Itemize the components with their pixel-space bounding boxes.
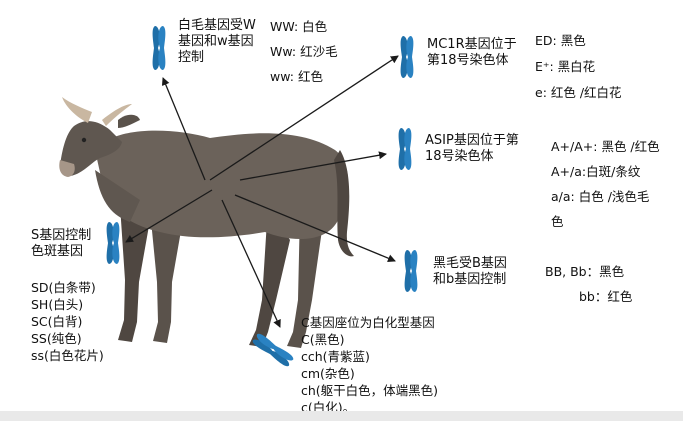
allele-text: A+/A+: 黑色 /红色 [551,139,660,154]
allele-text: SH(白头) [31,297,84,312]
white-gene-title-line: 基因和w基因 [178,34,254,49]
arrow-white-gene [161,77,206,181]
mc1r-title: MC1R基因位于 第18号染色体 [427,37,517,69]
allele-text: A+/a:白斑/条纹 [551,164,641,179]
allele-text: WW: 白色 [270,19,328,34]
chromosome-icon [400,36,414,78]
asip-alleles: A+/A+: 黑色 /红色 A+/a:白斑/条纹 a/a: 白色 /浅色毛 色 [551,134,660,234]
s-gene-title: S基因控制 色斑基因 [31,228,91,260]
allele-text: SS(纯色) [31,331,82,346]
chromosome-icon [152,26,166,70]
cow-illustration [59,97,354,348]
allele-text: cch(青紫蓝) [301,349,370,364]
black-gene-title-line: 和b基因控制 [433,272,507,287]
allele-text: e: 红色 /红白花 [535,85,622,100]
white-gene-alleles: WW: 白色 Ww: 红沙毛 ww: 红色 [270,14,338,89]
white-gene-title-line: 控制 [178,50,205,65]
allele-text: cm(杂色) [301,366,355,381]
s-gene-title-line: 色斑基因 [31,244,84,259]
chromosome-icon [404,250,418,292]
arrow-mc1r [209,55,399,181]
footer-band [0,411,683,421]
s-gene-title-line: S基因控制 [31,228,92,243]
chromosome-icon [252,333,294,367]
black-gene-title: 黑毛受B基因 和b基因控制 [433,256,507,288]
allele-text: SD(白条带) [31,280,96,295]
allele-text: ss(白色花片) [31,348,104,363]
allele-text: bb：红色 [579,289,633,304]
asip-title-line: 18号染色体 [425,149,494,164]
allele-text: Ww: 红沙毛 [270,44,338,59]
allele-text: SC(白背) [31,314,83,329]
s-gene-alleles: SD(白条带) SH(白头) SC(白背) SS(纯色) ss(白色花片) [31,279,104,364]
mc1r-alleles: ED: 黑色 E⁺: 黑白花 e: 红色 /红白花 [535,28,622,106]
arrow-s-gene [125,189,213,243]
allele-text: 色 [551,214,564,229]
c-gene-title: C基因座位为白化型基因 [301,315,435,330]
mc1r-title-line: MC1R基因位于 [427,37,517,52]
allele-text: ww: 红色 [270,69,323,84]
allele-text: C(黑色) [301,332,345,347]
white-gene-title: 白毛基因受W 基因和w基因 控制 [178,18,256,66]
asip-title-line: ASIP基因位于第 [425,133,519,148]
mc1r-title-line: 第18号染色体 [427,53,509,68]
chromosome-icon [106,222,120,264]
allele-text: BB, Bb：黑色 [545,264,625,279]
arrow-black-gene [234,194,396,263]
allele-text: E⁺: 黑白花 [535,59,596,74]
asip-title: ASIP基因位于第 18号染色体 [425,133,519,165]
arrows [125,55,399,328]
allele-text: ch(躯干白色，体端黑色) [301,383,439,398]
allele-text: ED: 黑色 [535,33,586,48]
arrow-c-gene [221,199,281,328]
black-gene-alleles: BB, Bb：黑色 bb：红色 [545,259,632,309]
black-gene-title-line: 黑毛受B基因 [433,256,507,271]
allele-text: a/a: 白色 /浅色毛 [551,189,650,204]
chromosome-icon [398,128,412,170]
arrow-asip [239,151,387,181]
white-gene-title-line: 白毛基因受W [178,18,256,33]
c-gene-block: C基因座位为白化型基因 C(黑色) cch(青紫蓝) cm(杂色) ch(躯干白… [301,314,438,416]
